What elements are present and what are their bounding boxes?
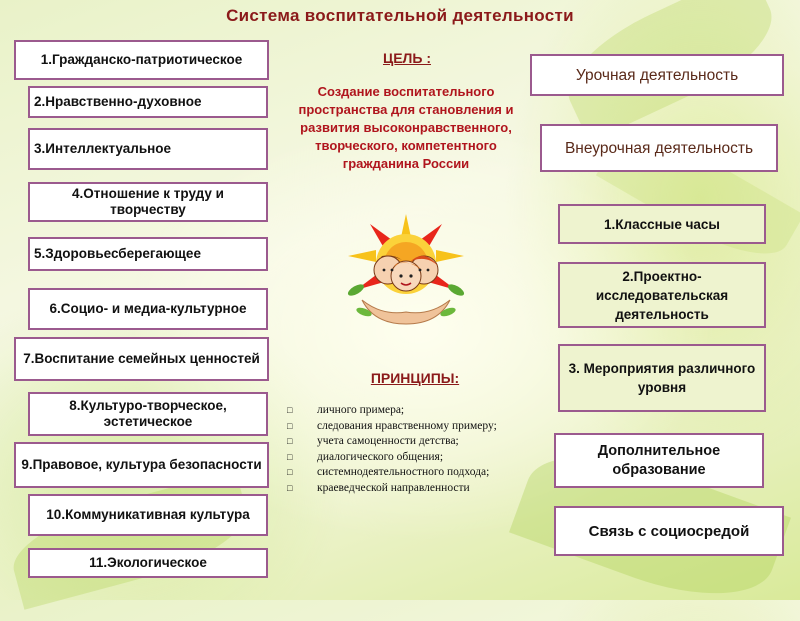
direction-box: 3.Интеллектуальное (28, 128, 268, 170)
principle-item: □следования нравственному примеру; (287, 419, 497, 432)
children-sun-emblem (347, 214, 465, 325)
direction-box: 5.Здоровьесберегающее (28, 237, 268, 271)
bullet-icon: □ (287, 405, 293, 415)
direction-box: 2.Нравственно-духовное (28, 86, 268, 118)
direction-box: 10.Коммуникативная культура (28, 494, 268, 536)
events-box: 3. Мероприятия различного уровня (558, 344, 766, 412)
principle-item: □ учета самоценности детства; (287, 435, 459, 447)
lesson-activity-box: Урочная деятельность (530, 54, 784, 96)
principle-item: □личного примера; (287, 404, 405, 416)
direction-box: 11.Экологическое (28, 548, 268, 578)
class-hours-box: 1.Классные часы (558, 204, 766, 244)
diagram-title: Система воспитательной деятельности (226, 6, 574, 25)
direction-box: 9.Правовое, культура безопасности (14, 442, 269, 488)
direction-box: 6.Социо- и медиа-культурное (28, 288, 268, 330)
direction-box: 8.Культуро-творческое, эстетическое (28, 392, 268, 436)
projects-box: 2.Проектно-исследовательская деятельност… (558, 262, 766, 328)
hands-icon (361, 299, 451, 325)
bullet-icon: □ (287, 467, 293, 477)
principle-item: □ диалогического общения; (287, 450, 444, 463)
principle-item: □ системнодеятельностного подхода; (287, 466, 490, 478)
sprout-leaves-icon (347, 284, 465, 317)
principles-list: □личного примера; □следования нравственн… (287, 404, 543, 497)
children-faces-icon (373, 255, 439, 292)
bullet-icon: □ (287, 482, 293, 493)
direction-box: 7.Воспитание семейных ценностей (14, 337, 269, 381)
principles-heading: ПРИНЦИПЫ: (370, 370, 460, 386)
additional-education-box: Дополнительное образование (554, 433, 764, 488)
goal-heading: ЦЕЛЬ : (382, 50, 431, 66)
bullet-icon: □ (287, 451, 293, 462)
bullet-icon: □ (287, 420, 293, 431)
social-environment-box: Связь с социосредой (554, 506, 784, 556)
direction-box: 4.Отношение к труду и творчеству (28, 182, 268, 222)
extracurricular-activity-box: Внеурочная деятельность (540, 124, 778, 172)
leaf-decoration (3, 470, 257, 610)
direction-box: 1.Гражданско-патриотическое (14, 40, 269, 80)
bullet-icon: □ (287, 436, 293, 446)
principle-item: □краеведческой направленности (287, 481, 470, 494)
goal-text: Создание воспитательного пространства дл… (298, 84, 514, 171)
